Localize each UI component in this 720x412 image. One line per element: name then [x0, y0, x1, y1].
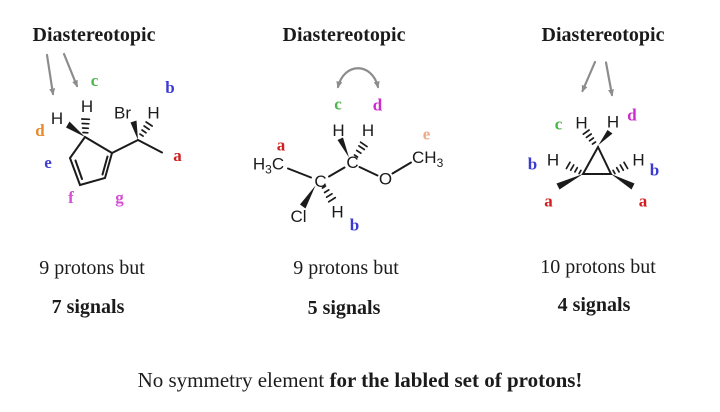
signals-count-left: 7 signals: [51, 296, 125, 318]
label-b: b: [350, 216, 359, 235]
label-c: c: [555, 115, 563, 134]
label-f: f: [68, 188, 74, 207]
h3c-c1-bond: [287, 167, 312, 179]
h-atom-c: H: [332, 121, 344, 140]
label-g: g: [115, 188, 124, 207]
label-d: d: [35, 121, 45, 140]
label-b: b: [165, 78, 174, 97]
hashed-wedge-to-hb: [139, 121, 153, 137]
curved-exchange-arrow-icon: [336, 67, 380, 89]
h-atom-b-left: H: [547, 151, 559, 170]
double-bond-inner: [74, 159, 83, 180]
hashed-wedge-to-hd: [353, 141, 368, 158]
hashed-wedge-to-hb-left: [565, 161, 582, 175]
cl-atom: Cl: [290, 207, 306, 226]
signals-count-middle: 5 signals: [307, 297, 381, 319]
ring-to-ch-bond: [111, 139, 139, 154]
label-e: e: [44, 153, 52, 172]
och3-group: CH3: [412, 148, 444, 170]
footer-normal-text: No symmetry element: [137, 368, 330, 392]
hashed-wedge-to-hb: [321, 185, 337, 203]
bold-wedge-to-hd: [66, 121, 85, 137]
hashed-wedge-to-hc: [80, 118, 91, 134]
structure-2: H3C C C O CH3 Cl H H H a c d e b: [253, 67, 444, 235]
c1-atom: C: [314, 172, 326, 191]
label-c: c: [91, 71, 99, 90]
footer-note: No symmetry element for the labled set o…: [0, 368, 720, 393]
label-a: a: [277, 136, 286, 155]
o-atom: O: [379, 170, 392, 189]
gray-arrow-icon: [581, 60, 597, 93]
footer-bold-text: for the labled set of protons!: [329, 368, 583, 392]
h-atom-c: H: [575, 114, 587, 133]
h-atom-d: H: [362, 121, 374, 140]
label-b-left: b: [528, 155, 537, 174]
label-b-right: b: [650, 161, 659, 180]
hashed-wedge-to-hb-right: [612, 161, 629, 175]
h-atom-d: H: [607, 113, 619, 132]
gray-arrow-icon: [62, 52, 79, 88]
protons-count-right: 10 protons but: [540, 256, 656, 278]
bold-wedge-methyl-left: [556, 174, 583, 190]
title-middle: Diastereotopic: [282, 24, 406, 46]
cyclopentadiene-ring: [68, 135, 114, 187]
br-atom: Br: [114, 104, 131, 123]
structure-1: H H Br H d c b a e f g: [35, 52, 182, 207]
protons-count-middle: 9 protons but: [293, 257, 399, 279]
bold-wedge-to-cl: [300, 185, 316, 209]
h-atom-b: H: [331, 203, 343, 222]
gray-arrow-icon: [604, 61, 614, 97]
c1-c2-bond: [328, 166, 346, 178]
label-d: d: [373, 96, 383, 115]
h3c-group: H3C: [253, 155, 284, 177]
bold-wedge-to-hc: [337, 137, 349, 158]
o-ch3-bond: [391, 161, 412, 175]
h-atom-b-right: H: [632, 151, 644, 170]
h-atom-d: H: [51, 109, 63, 128]
pointer-arrows-right: [581, 60, 614, 97]
structure-3: H H H H c d b b a a: [528, 60, 659, 211]
label-e: e: [423, 125, 431, 144]
signals-count-right: 4 signals: [557, 294, 631, 316]
label-a: a: [173, 146, 182, 165]
bold-wedge-methyl-right: [611, 174, 635, 190]
gray-arrow-icon: [45, 53, 56, 96]
hashed-wedge-to-hc: [582, 129, 597, 145]
label-a-right: a: [639, 192, 648, 211]
label-c: c: [334, 95, 342, 114]
label-d: d: [627, 106, 637, 125]
h-atom-b: H: [147, 104, 159, 123]
c2-atom: C: [346, 153, 358, 172]
c2-o-bond: [358, 166, 379, 177]
ch-to-methyl-bond: [137, 139, 163, 154]
cyclopropane-ring: [581, 144, 613, 175]
label-a-left: a: [544, 192, 553, 211]
h-atom-c: H: [81, 97, 93, 116]
bold-wedge-to-hd: [598, 130, 613, 145]
title-right: Diastereotopic: [541, 24, 665, 46]
title-left: Diastereotopic: [32, 24, 156, 46]
pointer-arrows-left: [45, 52, 79, 96]
double-bond-inner: [101, 155, 109, 176]
bold-wedge-to-br: [130, 120, 138, 140]
protons-count-left: 9 protons but: [39, 257, 145, 279]
